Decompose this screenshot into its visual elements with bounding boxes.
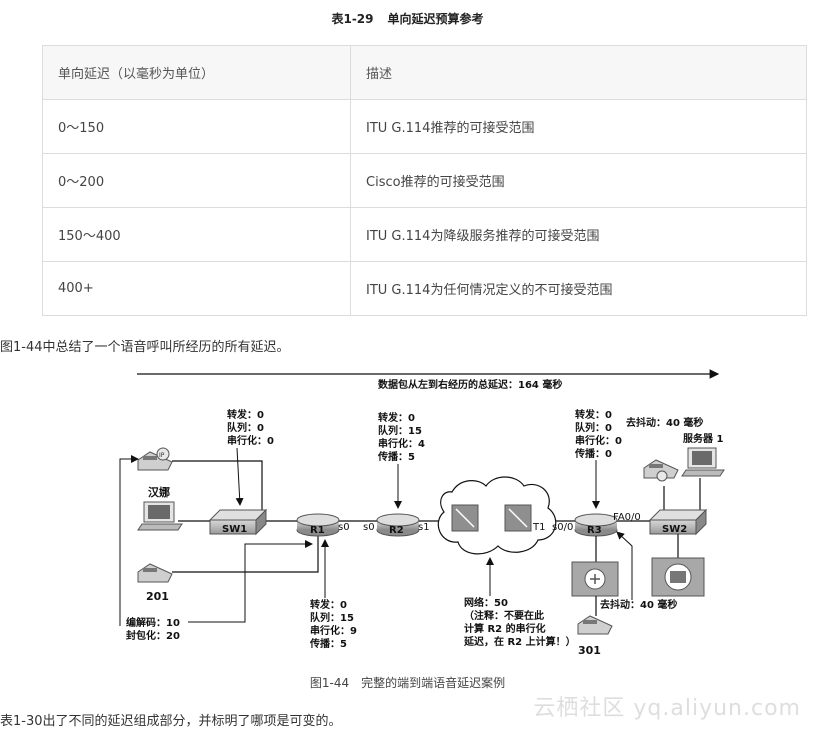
table-title: 表1-29 单向延迟预算参考 [0, 10, 815, 27]
r2-s1-label: s1 [418, 522, 430, 533]
r2-s0-label: s0 [363, 522, 375, 533]
r2-delay-forward: 转发：0 [378, 411, 415, 424]
voice-gateway-icon [571, 561, 619, 597]
r1-delay-prop: 传播：5 [309, 637, 347, 650]
r2-label: R2 [389, 525, 404, 536]
r1-s0-label: s0 [338, 522, 350, 533]
codec-label: 编解码：10 [126, 616, 180, 629]
packetization-label: 封包化：20 [126, 629, 180, 642]
phone-top-link [172, 460, 263, 517]
dejitter-bottom-label: 去抖动：40 毫秒 [600, 598, 677, 611]
sw2-label: SW2 [662, 524, 687, 535]
network-note-2: （注释：不要在此 [464, 609, 544, 622]
table-cell: 0～200 [42, 153, 351, 208]
table-row: 400+ ITU G.114为任何情况定义的不可接受范围 [42, 261, 807, 316]
figure-caption: 图1-44 完整的端到端语音延迟案例 [0, 674, 815, 691]
figure-number: 图1-44 [309, 676, 350, 690]
r2-delay-queue: 队列：15 [378, 424, 422, 437]
phone-301-icon [577, 615, 613, 635]
r1-delay-forward: 转发：0 [310, 598, 347, 611]
table-cell: 400+ [42, 261, 351, 316]
site-watermark: 云栖社区 yq.aliyun.com [533, 696, 801, 721]
delay-budget-table: 单向延迟（以毫秒为单位） 描述 0～150 ITU G.114推荐的可接受范围 … [42, 45, 807, 316]
table-cell: Cisco推荐的可接受范围 [350, 153, 807, 208]
network-diagram: 数据包从左到右经历的总延迟：164 毫秒 转发：0 队列：0 串行化：0 转发：… [119, 369, 725, 657]
pc-icon [137, 501, 183, 531]
r1-delay-serial: 串行化：9 [310, 624, 357, 637]
r3-delay-queue: 队列：0 [575, 421, 612, 434]
router-r2-icon [376, 513, 420, 537]
sw1-delay-serial: 串行化：0 [227, 434, 274, 447]
table-row: 150～400 ITU G.114为降级服务推荐的可接受范围 [42, 207, 807, 262]
table-header-cell: 单向延迟（以毫秒为单位） [42, 45, 351, 100]
t1-label: T1 [532, 522, 545, 533]
call-server-icon [651, 557, 705, 597]
r1-label: R1 [310, 525, 325, 536]
network-note-4: 延迟，在 R2 上计算！） [463, 635, 576, 648]
r3-delay-prop: 传播：0 [574, 447, 612, 460]
sw1-delay-forward: 转发：0 [227, 408, 264, 421]
hanna-label: 汉娜 [148, 485, 170, 499]
r2-delay-serial: 串行化：4 [378, 437, 425, 450]
network-note-3: 计算 R2 的串行化 [464, 622, 546, 635]
table-row: 0～150 ITU G.114推荐的可接受范围 [42, 99, 807, 154]
phone-201-label: 201 [146, 590, 169, 603]
sw1-delay-queue: 队列：0 [227, 421, 264, 434]
figure-caption-text: 完整的端到端语音延迟案例 [361, 676, 506, 690]
table-header-cell: 描述 [350, 45, 807, 100]
router-r1-icon [296, 513, 340, 537]
network-note-1: 网络：50 [464, 596, 508, 609]
phone-201-link [172, 535, 319, 573]
r2-delay-prop: 传播：5 [377, 450, 415, 463]
table-cell: 150～400 [42, 207, 351, 262]
r3-delay-serial: 串行化：0 [575, 434, 622, 447]
table-cell: ITU G.114为降级服务推荐的可接受范围 [350, 207, 807, 262]
sw1-label: SW1 [222, 524, 247, 535]
table-title-text: 单向延迟预算参考 [387, 12, 484, 26]
dejitter-top-label: 去抖动：40 毫秒 [626, 416, 703, 429]
server-label: 服务器 1 [683, 432, 723, 445]
ip-phone-icon: IP [137, 447, 173, 471]
table-cell: 0～150 [42, 99, 351, 154]
table-cell: ITU G.114推荐的可接受范围 [350, 99, 807, 154]
phone-201-icon [137, 563, 173, 583]
phone-301-label: 301 [578, 644, 601, 657]
table-cell: ITU G.114为任何情况定义的不可接受范围 [350, 261, 807, 316]
r3-fa00-label: FA0/0 [613, 512, 641, 523]
total-delay-label: 数据包从左到右经历的总延迟：164 毫秒 [378, 378, 562, 391]
r3-s00-label: s0/0 [552, 522, 573, 533]
ip-phone-sw2-icon [643, 459, 679, 482]
switch-sw2-icon [648, 508, 708, 536]
phone-ip-badge: IP [159, 452, 165, 459]
table-header-row: 单向延迟（以毫秒为单位） 描述 [42, 45, 807, 100]
paragraph-intro: 图1-44中总结了一个语音呼叫所经历的所有延迟。 [0, 340, 290, 355]
switch-sw1-icon [208, 508, 268, 536]
table-row: 0～200 Cisco推荐的可接受范围 [42, 153, 807, 208]
server-icon [681, 447, 725, 477]
paragraph-table-ref: 表1-30出了不同的延迟组成部分，并标明了哪项是可变的。 [0, 714, 342, 729]
network-delay-figure: 数据包从左到右经历的总延迟：164 毫秒 转发：0 队列：0 串行化：0 转发：… [0, 360, 815, 670]
r3-label: R3 [587, 525, 602, 536]
r3-delay-forward: 转发：0 [575, 408, 612, 421]
table-number: 表1-29 [331, 12, 374, 26]
wan-cloud-icon [437, 476, 557, 555]
r1-delay-queue: 队列：15 [310, 611, 354, 624]
